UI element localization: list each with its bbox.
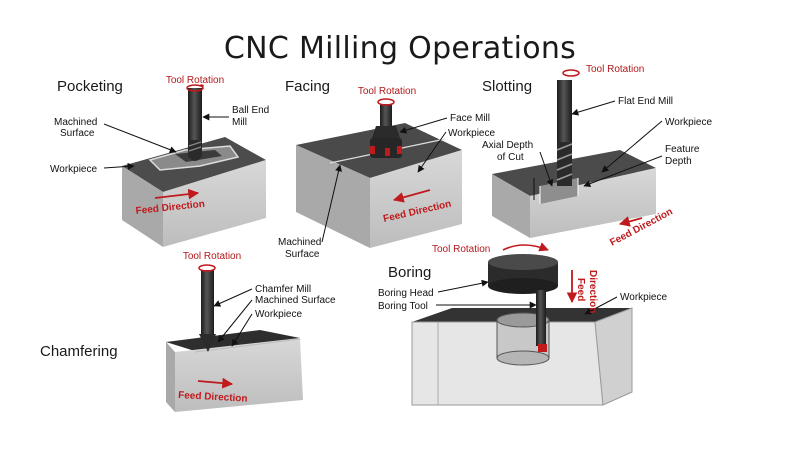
ball-end-mill-label-1: Ball End [232, 105, 269, 116]
facing-block-front [370, 150, 462, 248]
boring-workpiece-leader [584, 296, 618, 315]
chamfering-tool-rotation-label: Tool Rotation [183, 251, 241, 262]
bored-hole-bottom [496, 350, 550, 366]
slotting-feed-arrow [618, 216, 643, 227]
boring-head-leader [437, 279, 489, 293]
pocketing-rotation-arrowhead [200, 84, 204, 88]
chamfering-rotation-icon [198, 264, 216, 272]
facing-tool-rotation-label: Tool Rotation [358, 86, 416, 97]
chamfering-machined-surface-label: Machined Surface [255, 295, 336, 306]
boring-head-top [488, 254, 558, 270]
slotting-workpiece-leader [601, 120, 663, 173]
face-mill-label: Face Mill [450, 113, 490, 124]
flat-end-mill-label: Flat End Mill [618, 96, 673, 107]
chamfering-workpiece-leader [231, 313, 253, 347]
facing-panel: Facing Tool Rotation Face Mill Workpiece… [278, 78, 495, 260]
feature-depth-leader [583, 155, 663, 188]
boring-feed-direction-label-1: Feed [575, 278, 586, 301]
chamfer-edge-line [194, 338, 301, 353]
boring-tool-rotation-label: Tool Rotation [432, 244, 490, 255]
boring-tool-bar [536, 290, 546, 346]
slotting-block-front [530, 168, 656, 238]
axial-depth-label-1: Axial Depth [482, 140, 533, 151]
pocketing-block-left [122, 166, 163, 247]
ball-end-mill-flutes [188, 141, 202, 152]
chamfering-feed-direction-label: Feed Direction [178, 390, 248, 405]
pocketing-block-front [163, 160, 266, 247]
chamfer-mill-shank [201, 270, 214, 336]
boring-panel: Boring Tool Rotation Boring Head Boring … [378, 242, 667, 406]
pocketing-title: Pocketing [57, 78, 123, 95]
chamfering-block-front [175, 338, 303, 412]
chamfer-mill-leader [213, 288, 253, 307]
facing-title: Facing [285, 78, 330, 95]
facing-workpiece-label: Workpiece [448, 128, 495, 139]
slotting-title: Slotting [482, 78, 532, 95]
facing-machined-surface-label-2: Surface [285, 249, 320, 260]
boring-feed-direction-label-2: Direction [587, 270, 598, 313]
feature-depth-label-2: Depth [665, 156, 692, 167]
face-mill-leader [399, 117, 448, 134]
chamfering-block-left [166, 342, 175, 412]
boring-rotation-icon [502, 242, 549, 252]
boring-tool-insert [538, 344, 547, 352]
boring-workpiece-label: Workpiece [620, 292, 667, 303]
ball-end-mill-label-2: Mill [232, 117, 247, 128]
boring-tool-label: Boring Tool [378, 301, 428, 312]
boring-title: Boring [388, 264, 431, 281]
axial-depth-leader [539, 151, 554, 187]
chamfering-panel: Chamfering Tool Rotation Chamfer Mill Ma… [40, 251, 336, 412]
pocketing-machined-surface-label-1: Machined [54, 117, 97, 128]
facing-workpiece-leader [417, 131, 447, 173]
boring-head-label: Boring Head [378, 288, 434, 299]
slotting-rotation-icon [562, 69, 580, 77]
face-mill-insert-1 [370, 146, 375, 154]
axial-depth-label-2: of Cut [497, 152, 524, 163]
boring-head-bottom [488, 278, 558, 294]
boring-block-side [594, 307, 633, 406]
pocketing-machined-surface-leader [103, 123, 177, 153]
chamfer-mill-label: Chamfer Mill [255, 284, 311, 295]
pocketing-workpiece-leader [103, 162, 135, 170]
facing-machined-surface-label-1: Machined [278, 237, 321, 248]
chamfering-workpiece-label: Workpiece [255, 309, 302, 320]
flat-end-mill-leader [571, 100, 616, 116]
slotting-workpiece-label: Workpiece [665, 117, 712, 128]
chamfer-mill-tip [199, 334, 216, 352]
chamfering-feed-arrow [197, 377, 234, 389]
slotting-panel: Slotting Tool Rotation Flat End Mill Wor… [482, 64, 712, 249]
chamfering-machined-surface-leader [217, 299, 253, 343]
flat-end-mill-flutes [556, 143, 573, 181]
pocketing-feed-arrow [154, 188, 200, 200]
ball-end-mill-shank [188, 88, 202, 146]
slotting-tool-rotation-label: Tool Rotation [586, 64, 644, 75]
facing-rotation-icon [377, 98, 395, 106]
chamfering-title: Chamfering [40, 343, 118, 360]
facing-feed-arrow [392, 189, 431, 203]
face-mill-body [372, 126, 400, 138]
face-mill-insert-2 [385, 148, 390, 156]
face-mill-shank [380, 104, 392, 126]
slotting-block-left [492, 174, 530, 238]
pocketing-machined-surface-label-2: Surface [60, 128, 95, 139]
facing-machined-surface-leader [321, 164, 342, 243]
feature-depth-label-1: Feature [665, 144, 700, 155]
flat-end-mill-shank [557, 80, 572, 142]
page-title: CNC Milling Operations [224, 31, 576, 66]
pocketing-panel: Pocketing Tool Rotation Ball End Mill Ma… [50, 75, 269, 247]
pocketing-workpiece-label: Workpiece [50, 164, 97, 175]
face-mill-insert-3 [397, 146, 402, 154]
pocketing-tool-rotation-label: Tool Rotation [166, 75, 224, 86]
